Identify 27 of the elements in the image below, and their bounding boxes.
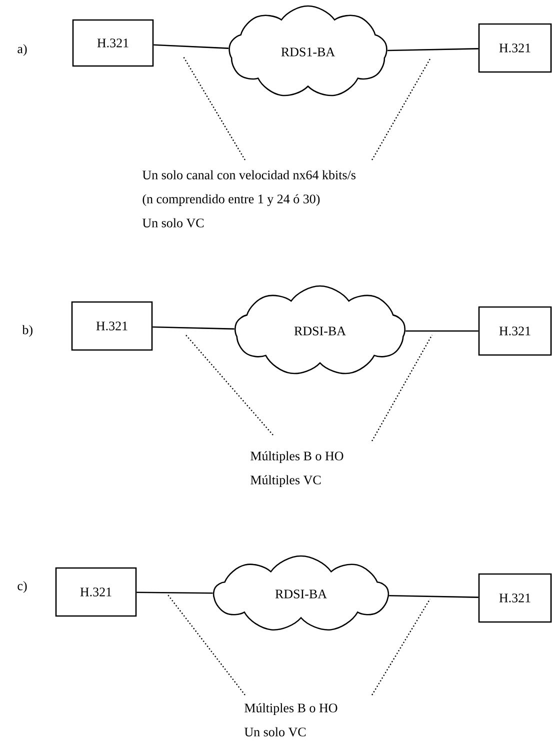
link-line bbox=[152, 326, 234, 330]
terminal-box: H.321 bbox=[478, 573, 552, 623]
note-text: Múltiples B o HO Un solo VC bbox=[244, 703, 338, 736]
terminal-box: H.321 bbox=[71, 301, 153, 351]
network-cloud: RDS1-BA bbox=[228, 5, 388, 96]
link-line bbox=[406, 330, 478, 332]
panel-label: a) bbox=[18, 44, 27, 56]
terminal-box: H.321 bbox=[72, 19, 154, 67]
network-cloud: RDSI-BA bbox=[234, 285, 406, 374]
leader-line bbox=[168, 594, 246, 696]
terminal-box: H.321 bbox=[55, 567, 137, 617]
terminal-box: H.321 bbox=[478, 306, 552, 356]
link-line bbox=[136, 592, 213, 594]
terminal-box: H.321 bbox=[478, 23, 552, 73]
network-cloud: RDSI-BA bbox=[212, 555, 390, 630]
leader-line bbox=[371, 598, 431, 696]
link-line bbox=[388, 48, 478, 52]
link-line bbox=[154, 44, 229, 49]
panel-label: c) bbox=[18, 581, 27, 593]
panel-label: b) bbox=[22, 325, 32, 337]
link-line bbox=[389, 595, 478, 598]
leader-line bbox=[182, 56, 246, 160]
leader-line bbox=[371, 58, 431, 160]
note-text: Un solo canal con velocidad nx64 kbits/s (n comprendido entre 1 y 24 ó 30) Un solo VC bbox=[142, 170, 356, 228]
leader-line bbox=[371, 334, 433, 442]
leader-line bbox=[184, 334, 274, 436]
note-text: Múltiples B o HO Múltiples VC bbox=[250, 451, 344, 487]
